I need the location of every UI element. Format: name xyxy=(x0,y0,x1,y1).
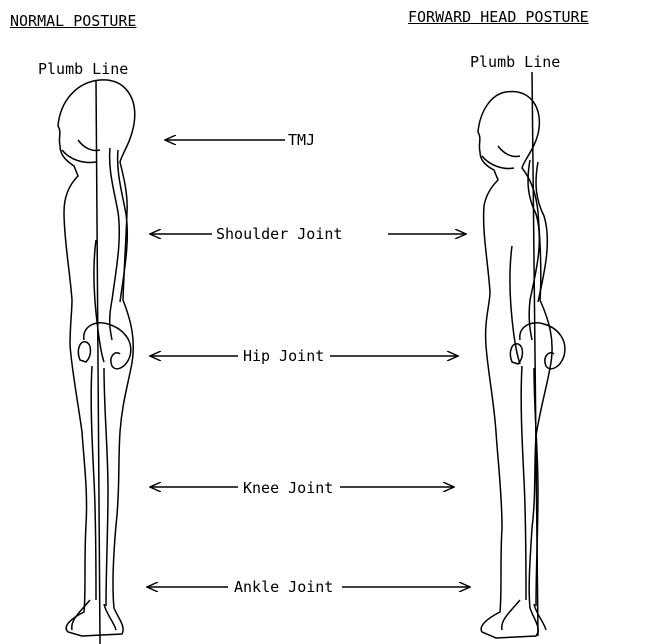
figure-normal-posture xyxy=(58,80,135,644)
joint-arrows xyxy=(147,140,470,587)
figure-forward-head-posture xyxy=(478,72,565,638)
leg-bone-forward xyxy=(521,366,526,600)
arm-forward xyxy=(510,246,520,364)
arm-normal xyxy=(94,240,104,362)
body-outline-forward xyxy=(478,91,552,638)
pelvis-normal xyxy=(78,323,130,369)
leg-bone-normal xyxy=(91,366,96,600)
spine-normal xyxy=(110,148,120,340)
plumb-line-forward xyxy=(532,72,538,636)
